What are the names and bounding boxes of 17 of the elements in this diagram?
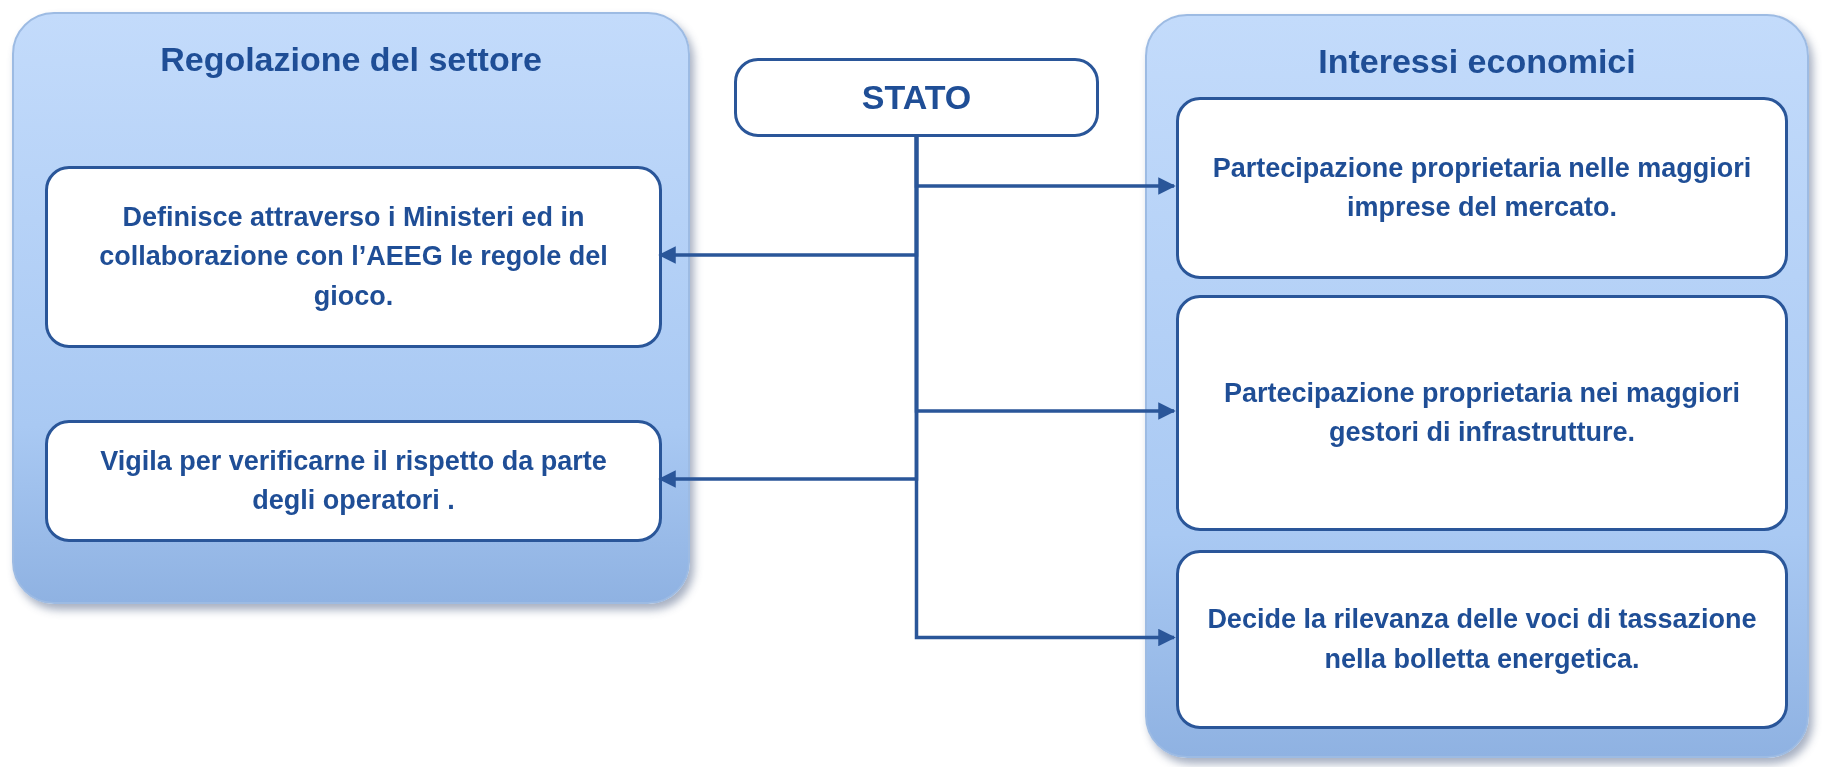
text-box [1176, 97, 1788, 279]
text-box [45, 166, 662, 348]
group-panel [12, 12, 690, 604]
box-text: Vigila per verificarne il rispetto da parte degli operatori . [99, 444, 608, 517]
text-box [1176, 550, 1788, 729]
text-box [1176, 295, 1788, 531]
text-box [734, 58, 1099, 137]
panel-title: Regolazione del settore [159, 40, 543, 79]
text-box [45, 420, 662, 542]
box-text: Definisce attraverso i Ministeri ed in collaborazione con l’AEEG le regole del gioco. [98, 201, 609, 313]
box-text: Decide la rilevanza delle voci di tassazione nella bolletta energetica. [1206, 603, 1758, 676]
box-text: STATO [861, 76, 972, 118]
box-text: Partecipazione proprietaria nelle maggiori imprese del mercato. [1211, 151, 1753, 224]
box-text: Partecipazione proprietaria nei maggiori gestori di infrastrutture. [1222, 376, 1742, 449]
group-panel [1145, 14, 1809, 758]
connector-arrow [914, 137, 1176, 647]
panel-title: Interessi economici [1317, 42, 1637, 81]
